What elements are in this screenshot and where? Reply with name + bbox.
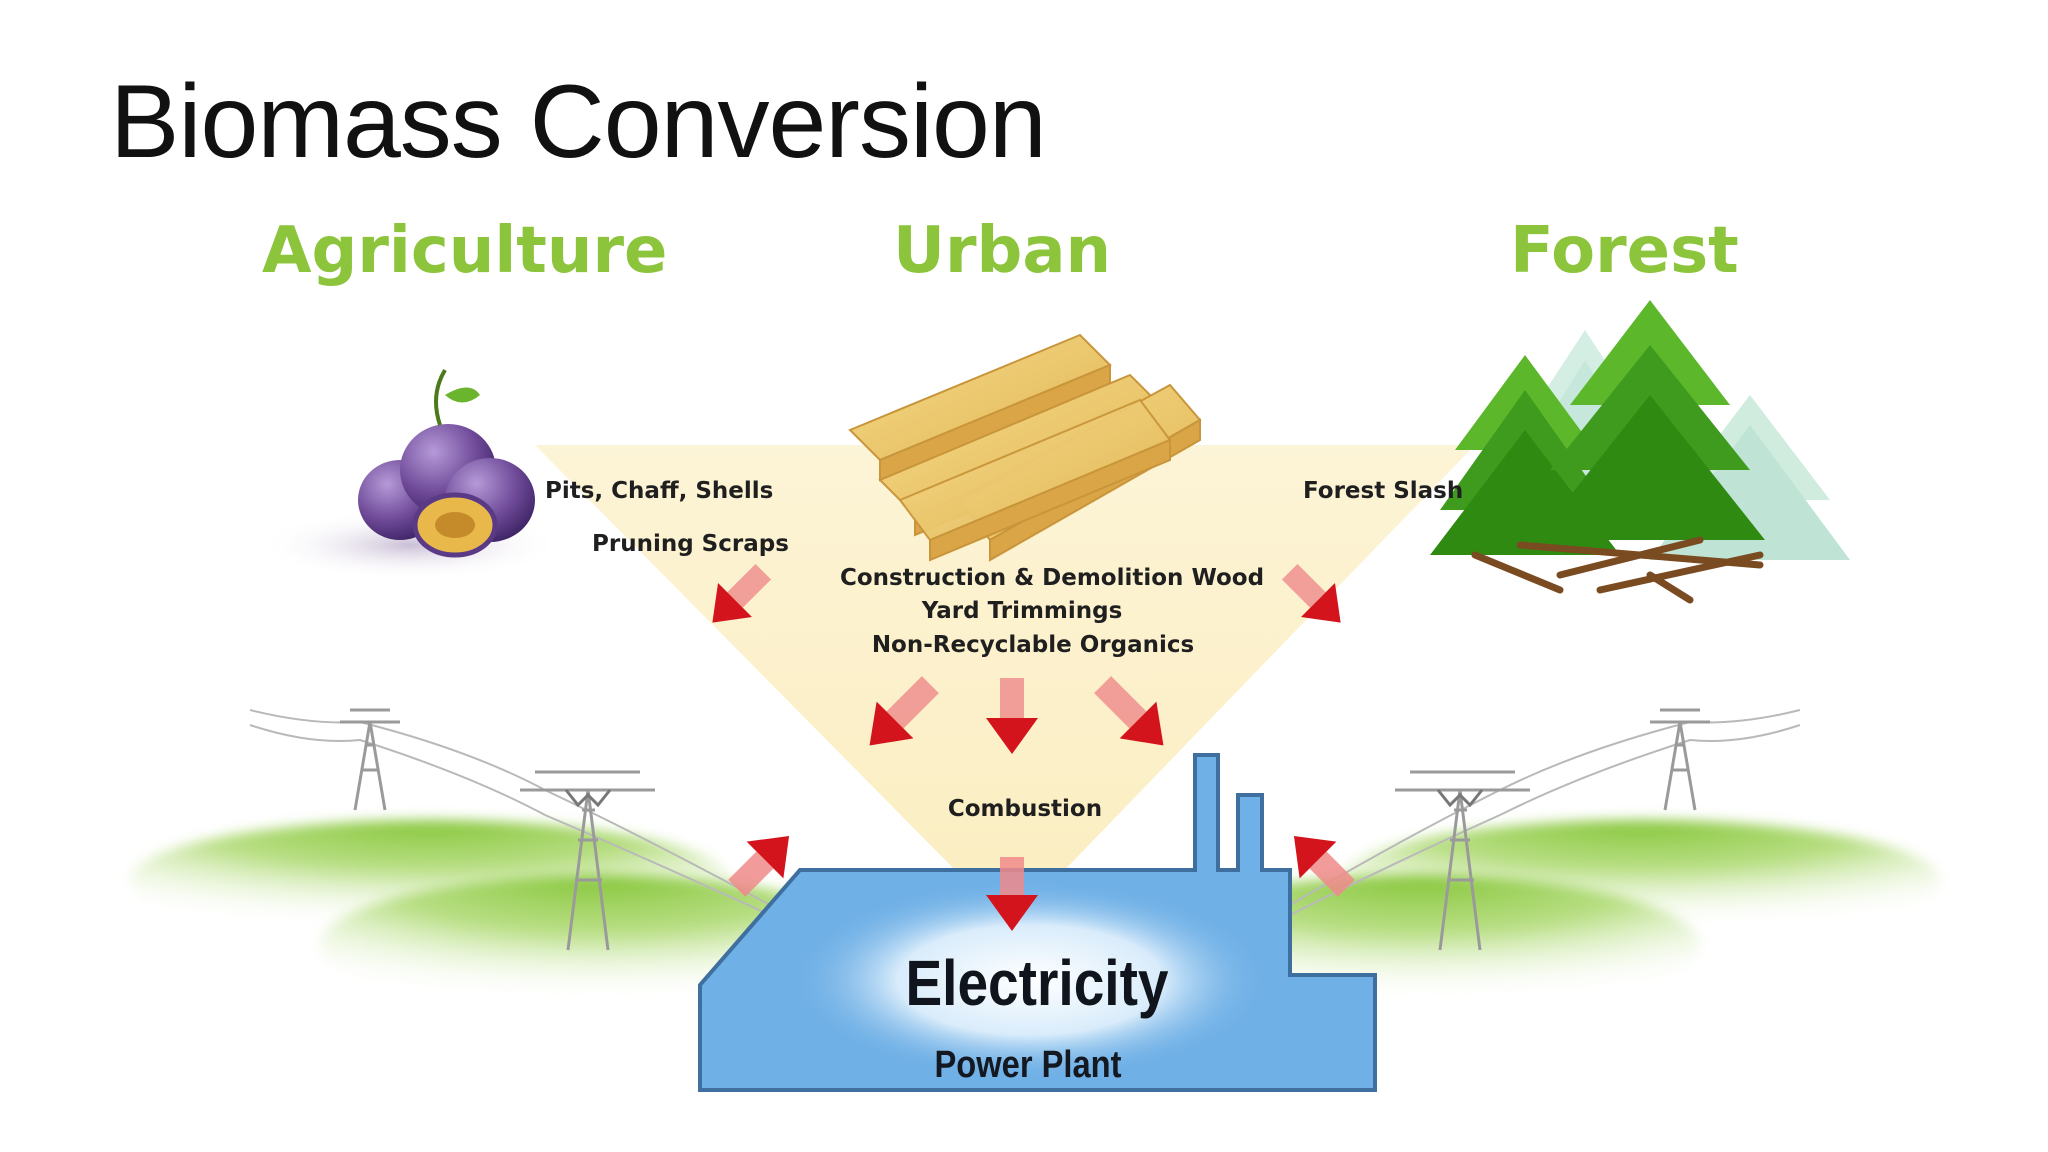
label-electricity: Electricity bbox=[905, 947, 1168, 1019]
category-agriculture: Agriculture bbox=[262, 214, 667, 288]
arrow-urban-right bbox=[1094, 676, 1164, 746]
plum-icon bbox=[260, 368, 560, 580]
label-pits-chaff-shells: Pits, Chaff, Shells bbox=[545, 478, 773, 504]
funnel-background bbox=[535, 445, 1475, 880]
slide-title: Biomass Conversion bbox=[110, 64, 1047, 180]
arrow-forest-down bbox=[1281, 563, 1341, 623]
power-plant bbox=[698, 753, 1377, 1092]
arrow-into-plant bbox=[986, 857, 1038, 931]
arrow-agriculture-down bbox=[712, 563, 772, 623]
label-power-plant: Power Plant bbox=[935, 1043, 1122, 1086]
flow-arrows bbox=[712, 563, 1341, 754]
label-construction-demolition-wood: Construction & Demolition Wood bbox=[840, 565, 1264, 591]
plant-arrows bbox=[728, 835, 1355, 931]
category-forest: Forest bbox=[1510, 214, 1739, 288]
label-combustion: Combustion bbox=[948, 796, 1102, 822]
label-yard-trimmings: Yard Trimmings bbox=[921, 598, 1123, 624]
arrow-out-right bbox=[1293, 835, 1355, 897]
pine-trees-icon bbox=[1430, 300, 1850, 604]
power-lines bbox=[249, 709, 1801, 916]
label-non-recyclable-organics: Non-Recyclable Organics bbox=[872, 632, 1194, 658]
arrow-out-left bbox=[728, 835, 790, 897]
arrow-urban-left bbox=[869, 676, 939, 746]
label-forest-slash: Forest Slash bbox=[1303, 478, 1463, 504]
arrow-urban-center bbox=[986, 678, 1038, 754]
label-pruning-scraps: Pruning Scraps bbox=[592, 531, 789, 557]
category-urban: Urban bbox=[893, 214, 1111, 288]
transmission-tower-icon bbox=[340, 708, 655, 951]
lumber-icon bbox=[848, 333, 1202, 562]
transmission-tower-icon bbox=[1395, 708, 1710, 951]
